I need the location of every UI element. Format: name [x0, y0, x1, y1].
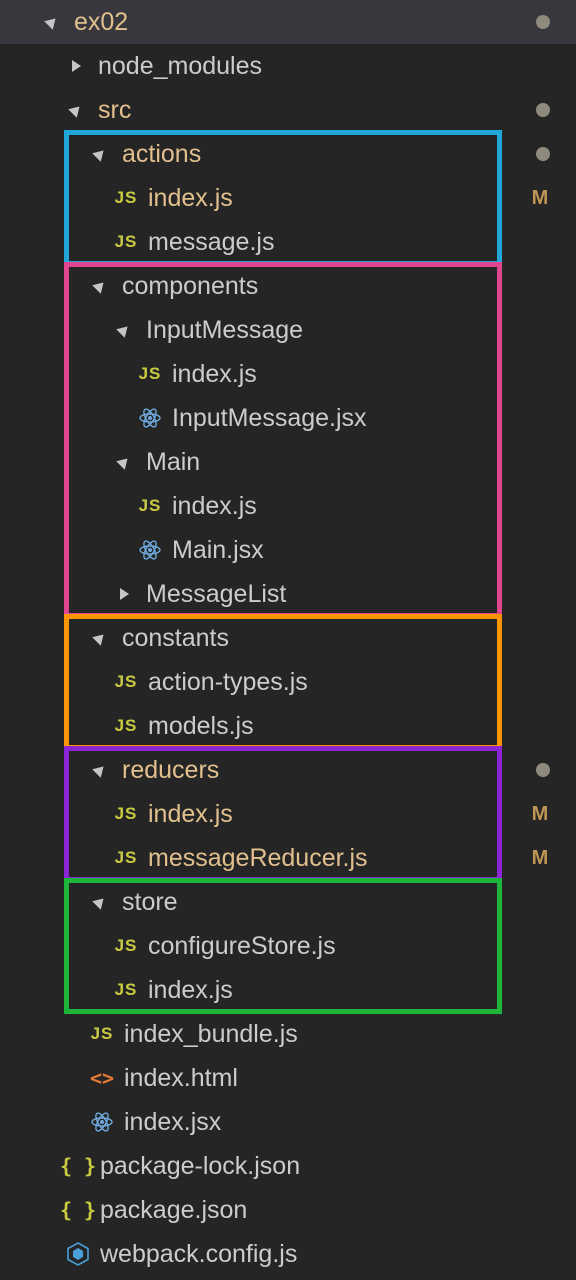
tree-folder-row[interactable]: node_modules: [0, 44, 576, 88]
tree-file-row[interactable]: JS index.js: [0, 484, 576, 528]
tree-item-label: models.js: [148, 711, 254, 740]
modified-dot-icon: [536, 103, 550, 117]
tree-file-row[interactable]: InputMessage.jsx: [0, 396, 576, 440]
js-file-icon: JS: [114, 936, 138, 955]
tree-file-row[interactable]: <> index.html: [0, 1056, 576, 1100]
tree-file-row[interactable]: JS message.js: [0, 220, 576, 264]
tree-folder-row[interactable]: components: [0, 264, 576, 308]
tree-folder-row[interactable]: store: [0, 880, 576, 924]
tree-item-label: index.js: [148, 975, 233, 1004]
js-file-icon: JS: [90, 1024, 114, 1043]
tree-item-label: InputMessage.jsx: [172, 403, 367, 432]
tree-file-row[interactable]: { }package-lock.json: [0, 1144, 576, 1188]
tree-folder-row[interactable]: InputMessage: [0, 308, 576, 352]
tree-file-row[interactable]: JS configureStore.js: [0, 924, 576, 968]
tree-item-label: action-types.js: [148, 667, 308, 696]
tree-item-label: actions: [122, 139, 202, 168]
tree-item-label: InputMessage: [146, 315, 304, 344]
chevron-right-icon[interactable]: [112, 572, 136, 616]
chevron-down-icon[interactable]: [112, 440, 136, 484]
modified-dot-icon: [536, 15, 550, 29]
chevron-down-icon[interactable]: [112, 308, 136, 352]
tree-file-row[interactable]: JS index.js M: [0, 792, 576, 836]
tree-folder-row[interactable]: src: [0, 88, 576, 132]
tree-item-label: reducers: [122, 755, 220, 784]
tree-folder-row[interactable]: ex02: [0, 0, 576, 44]
chevron-down-icon[interactable]: [88, 748, 112, 792]
modified-dot-icon: [536, 147, 550, 161]
tree-item-label: ex02: [74, 7, 129, 36]
tree-item-label: package-lock.json: [100, 1151, 301, 1180]
chevron-right-icon[interactable]: [64, 44, 88, 88]
tree-item-label: message.js: [148, 227, 275, 256]
tree-file-row[interactable]: JS action-types.js: [0, 660, 576, 704]
tree-file-row[interactable]: JS index.js M: [0, 176, 576, 220]
tree-folder-row[interactable]: Main: [0, 440, 576, 484]
js-file-icon: JS: [114, 188, 138, 207]
json-file-icon: { }: [59, 1154, 97, 1178]
html-file-icon: <>: [89, 1066, 115, 1090]
react-file-icon: [136, 528, 164, 572]
tree-folder-row[interactable]: reducers: [0, 748, 576, 792]
git-modified-badge: M: [531, 186, 549, 209]
tree-file-row[interactable]: webpack.config.js: [0, 1232, 576, 1276]
tree-item-label: index.js: [172, 359, 257, 388]
tree-file-row[interactable]: JS index.js: [0, 968, 576, 1012]
js-file-icon: JS: [138, 496, 162, 515]
js-file-icon: JS: [114, 848, 138, 867]
chevron-down-icon[interactable]: [64, 88, 88, 132]
tree-item-label: index.js: [172, 491, 257, 520]
js-file-icon: JS: [138, 364, 162, 383]
tree-item-label: src: [98, 95, 132, 124]
git-modified-badge: M: [531, 846, 549, 869]
tree-file-row[interactable]: JS messageReducer.js M: [0, 836, 576, 880]
tree-item-label: webpack.config.js: [100, 1239, 298, 1268]
js-file-icon: JS: [114, 804, 138, 823]
tree-file-row[interactable]: JS index.js: [0, 352, 576, 396]
modified-dot-icon: [536, 763, 550, 777]
tree-item-label: constants: [122, 623, 230, 652]
tree-item-label: index_bundle.js: [124, 1019, 298, 1048]
chevron-down-icon[interactable]: [40, 0, 64, 44]
tree-item-label: index.jsx: [124, 1107, 222, 1136]
tree-item-label: index.html: [124, 1063, 238, 1092]
tree-folder-row[interactable]: actions: [0, 132, 576, 176]
tree-item-label: MessageList: [146, 579, 287, 608]
tree-item-label: Main: [146, 447, 201, 476]
git-modified-badge: M: [531, 802, 549, 825]
webpack-file-icon: [64, 1232, 92, 1276]
tree-file-row[interactable]: JS index_bundle.js: [0, 1012, 576, 1056]
tree-item-label: index.js: [148, 183, 233, 212]
tree-item-label: index.js: [148, 799, 233, 828]
tree-item-label: components: [122, 271, 259, 300]
js-file-icon: JS: [114, 232, 138, 251]
react-file-icon: [88, 1100, 116, 1144]
chevron-down-icon[interactable]: [88, 880, 112, 924]
chevron-down-icon[interactable]: [88, 132, 112, 176]
chevron-down-icon[interactable]: [88, 616, 112, 660]
tree-item-label: configureStore.js: [148, 931, 336, 960]
tree-item-label: Main.jsx: [172, 535, 264, 564]
tree-folder-row[interactable]: constants: [0, 616, 576, 660]
tree-item-label: store: [122, 887, 178, 916]
tree-item-label: node_modules: [98, 51, 263, 80]
react-file-icon: [136, 396, 164, 440]
tree-file-row[interactable]: JS models.js: [0, 704, 576, 748]
js-file-icon: JS: [114, 716, 138, 735]
js-file-icon: JS: [114, 672, 138, 691]
js-file-icon: JS: [114, 980, 138, 999]
tree-file-row[interactable]: index.jsx: [0, 1100, 576, 1144]
tree-item-label: messageReducer.js: [148, 843, 368, 872]
tree-file-row[interactable]: Main.jsx: [0, 528, 576, 572]
tree-file-row[interactable]: { }package.json: [0, 1188, 576, 1232]
tree-folder-row[interactable]: MessageList: [0, 572, 576, 616]
chevron-down-icon[interactable]: [88, 264, 112, 308]
tree-item-label: package.json: [100, 1195, 248, 1224]
json-file-icon: { }: [59, 1198, 97, 1222]
